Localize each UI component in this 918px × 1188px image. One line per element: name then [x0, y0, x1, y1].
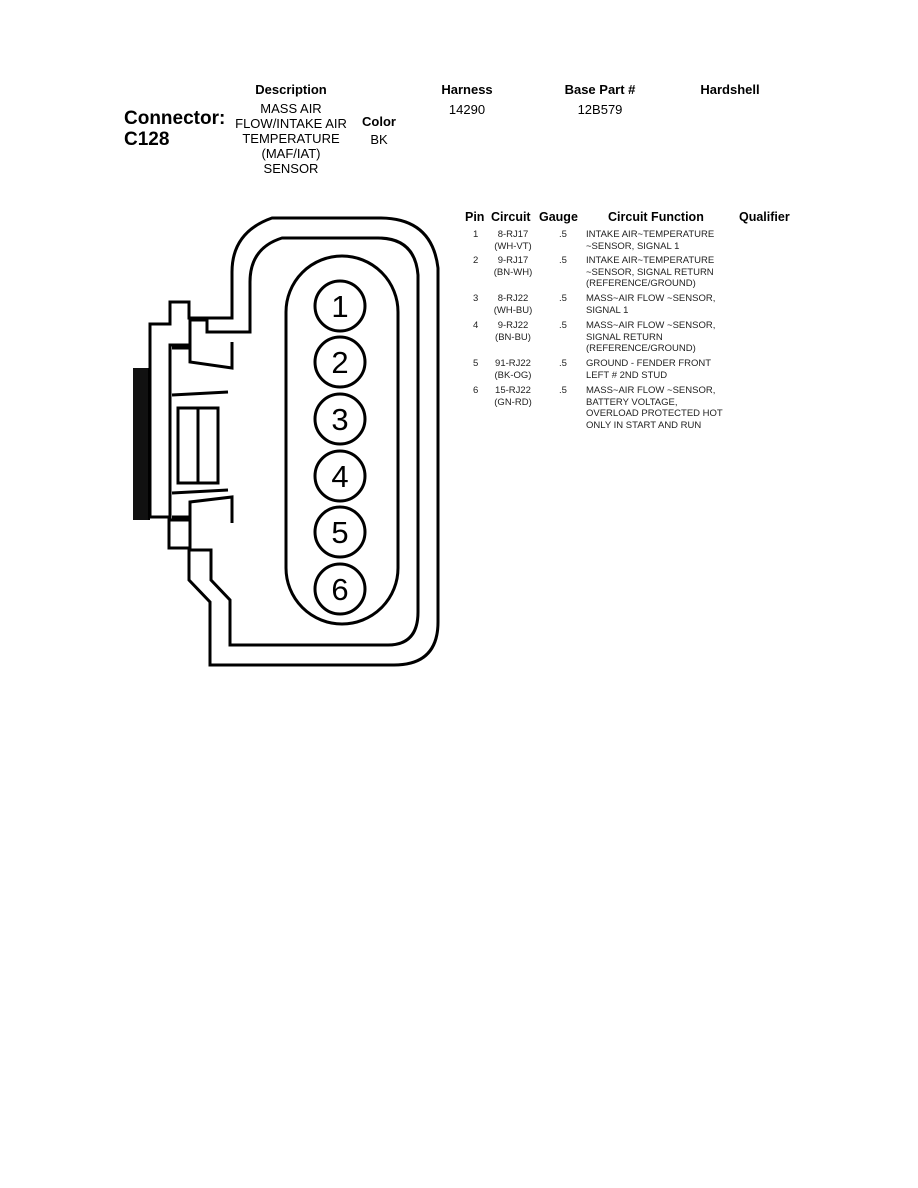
circuit-function: MASS~AIR FLOW ~SENSOR,BATTERY VOLTAGE,OV… [586, 385, 723, 431]
rear-latch-bar [133, 368, 149, 520]
harness-value: 14290 [448, 102, 486, 117]
function-line: INTAKE AIR~TEMPERATURE [586, 255, 715, 266]
gauge-value: .5 [559, 229, 567, 240]
description-line: (MAF/IAT) [261, 146, 321, 161]
base-part-value: 12B579 [577, 102, 623, 117]
description-line: MASS AIR [260, 101, 322, 116]
description-line: SENSOR [263, 161, 319, 176]
circuit-code: 8-RJ17(WH-VT) [492, 229, 534, 252]
connector-label: Connector: [124, 108, 226, 129]
function-line: ~SENSOR, SIGNAL RETURN [586, 266, 714, 278]
pin-number: 2 [473, 255, 479, 266]
function-line: LEFT # 2ND STUD [586, 369, 668, 381]
function-line: INTAKE AIR~TEMPERATURE [586, 229, 715, 240]
pin-6-circle [313, 562, 367, 616]
connector-inner-shell [168, 236, 420, 647]
color-value: BK [370, 132, 388, 147]
circuit-line: 9-RJ22 [497, 320, 529, 331]
circuit-line: (BK-OG) [494, 369, 532, 381]
circuit-line: 15-RJ22 [495, 385, 531, 396]
circuit-line: (BN-BU) [495, 331, 531, 343]
latch-line [171, 488, 229, 495]
pin-number: 6 [473, 385, 479, 396]
circuit-function: MASS~AIR FLOW ~SENSOR,SIGNAL RETURN(REFE… [586, 320, 715, 355]
function-line: SIGNAL RETURN [586, 331, 663, 343]
pin-6-label: 6 [331, 572, 348, 607]
circuit-function: MASS~AIR FLOW ~SENSOR,SIGNAL 1 [586, 293, 715, 316]
connector-outer-shell [148, 216, 440, 667]
circuit-line: (WH-BU) [493, 304, 533, 316]
circuit-code: 15-RJ22(GN-RD) [492, 385, 534, 408]
qualifier-column-header: Qualifier [739, 210, 790, 224]
function-line: ONLY IN START AND RUN [586, 419, 702, 431]
gauge-value: .5 [559, 358, 567, 369]
function-line: MASS~AIR FLOW ~SENSOR, [586, 320, 716, 331]
function-line: (REFERENCE/GROUND) [586, 278, 696, 289]
description-value: MASS AIR FLOW/INTAKE AIR TEMPERATURE (MA… [222, 101, 360, 176]
pin-number: 3 [473, 293, 479, 304]
function-line: BATTERY VOLTAGE, [586, 396, 678, 408]
circuit-column-header: Circuit [491, 210, 531, 224]
circuit-line: 8-RJ17 [497, 229, 529, 240]
function-line: (REFERENCE/GROUND) [586, 343, 696, 354]
pin-5-label: 5 [331, 515, 348, 550]
connector-id: C128 [124, 129, 170, 150]
gauge-value: .5 [559, 293, 567, 304]
description-line: TEMPERATURE [242, 131, 340, 146]
pin-1-label: 1 [331, 289, 348, 324]
circuit-line: (GN-RD) [494, 396, 532, 408]
pin-number: 5 [473, 358, 479, 369]
circuit-function: INTAKE AIR~TEMPERATURE~SENSOR, SIGNAL RE… [586, 255, 714, 290]
pin-4-circle [313, 449, 367, 503]
circuit-line: 91-RJ22 [495, 358, 531, 369]
gauge-value: .5 [559, 255, 567, 266]
pin-3-label: 3 [331, 402, 348, 437]
pin-5-circle [313, 505, 367, 559]
pin-3-circle [313, 392, 367, 446]
lock-tab [172, 342, 234, 370]
circuit-line: 9-RJ17 [497, 255, 529, 266]
pin-4-label: 4 [331, 459, 348, 494]
gauge-column-header: Gauge [539, 210, 578, 224]
function-line: SIGNAL 1 [586, 304, 629, 316]
latch-line [171, 390, 229, 397]
pin-number: 1 [473, 229, 479, 240]
pin-cavity [284, 254, 400, 626]
harness-header: Harness [441, 82, 493, 97]
function-line: MASS~AIR FLOW ~SENSOR, [586, 385, 716, 396]
pin-2-circle [313, 335, 367, 389]
hardshell-header: Hardshell [700, 82, 760, 97]
color-label: Color [362, 114, 396, 129]
function-line: ~SENSOR, SIGNAL 1 [586, 240, 680, 252]
circuit-function: INTAKE AIR~TEMPERATURE~SENSOR, SIGNAL 1 [586, 229, 714, 252]
circuit-code: 8-RJ22(WH-BU) [492, 293, 534, 316]
circuit-line: 8-RJ22 [497, 293, 529, 304]
lock-tab [172, 495, 234, 523]
gauge-value: .5 [559, 320, 567, 331]
pin-number: 4 [473, 320, 479, 331]
description-header: Description [255, 82, 327, 97]
function-line: MASS~AIR FLOW ~SENSOR, [586, 293, 716, 304]
circuit-line: (WH-VT) [494, 240, 532, 252]
circuit-code: 91-RJ22(BK-OG) [492, 358, 534, 381]
pin-2-label: 2 [331, 345, 348, 380]
circuit-line: (BN-WH) [493, 266, 533, 278]
pin-1-circle [313, 279, 367, 333]
function-column-header: Circuit Function [608, 210, 704, 224]
description-line: FLOW/INTAKE AIR [235, 116, 347, 131]
circuit-code: 9-RJ17(BN-WH) [492, 255, 534, 278]
function-line: GROUND - FENDER FRONT [586, 358, 712, 369]
base-part-header: Base Part # [564, 82, 636, 97]
gauge-value: .5 [559, 385, 567, 396]
pin-column-header: Pin [465, 210, 485, 224]
function-line: OVERLOAD PROTECTED HOT [586, 408, 723, 419]
circuit-code: 9-RJ22(BN-BU) [492, 320, 534, 343]
